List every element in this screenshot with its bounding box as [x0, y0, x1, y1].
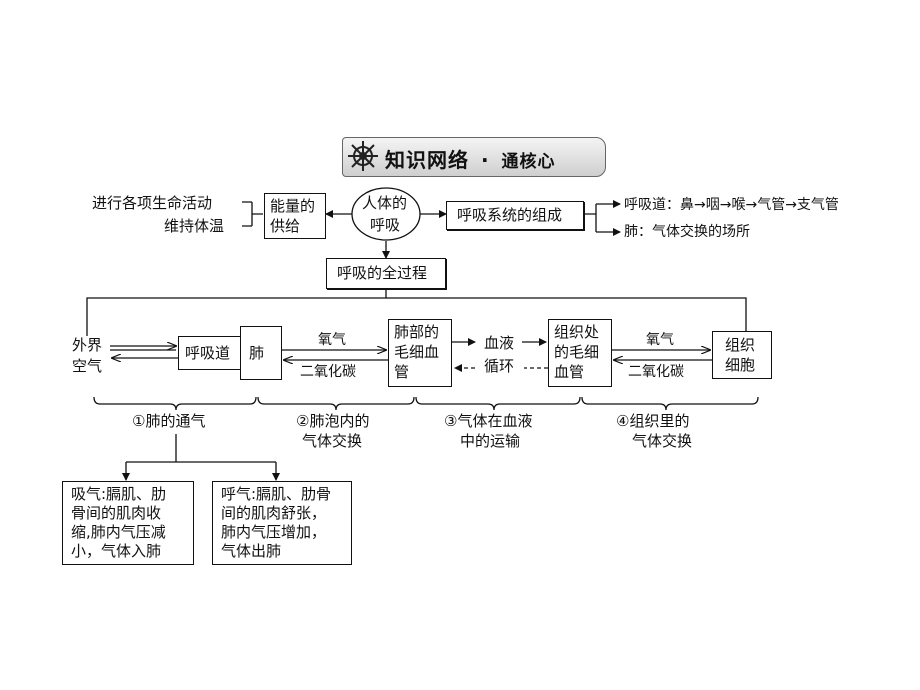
whole-process-box: 呼吸的全过程: [326, 258, 446, 289]
ship-wheel-icon: [348, 141, 378, 171]
inhale-line1: 吸气:膈肌、肋: [71, 485, 167, 503]
stage-4-line1: ④组织里的: [616, 412, 690, 430]
circulation-label: 循环: [484, 357, 515, 375]
stage-2-line1: ②肺泡内的: [296, 412, 370, 430]
stage-3-line2: 中的运输: [460, 432, 521, 450]
inhale-line2: 骨间的肌肉收: [71, 504, 162, 522]
tissue-cap-line3: 血管: [554, 363, 585, 381]
tissue-cell-line2: 细胞: [725, 356, 756, 374]
tissue-cell-line1: 组织: [725, 336, 756, 354]
process-label: 呼吸的全过程: [337, 264, 428, 282]
alveolar-line1: 肺部的: [394, 323, 440, 341]
energy-line1: 能量的: [270, 197, 316, 215]
header-subtitle: 通核心: [501, 152, 556, 172]
brace-4: [581, 396, 759, 411]
exhale-line3: 肺内气压增加，: [221, 523, 327, 541]
energy-bracket: [242, 201, 263, 227]
alveolar-line2: 毛细血: [394, 343, 440, 361]
airway-box: 呼吸道: [178, 336, 240, 370]
tissue-cap-line1: 组织处: [554, 323, 600, 341]
respiration-line1: 人体的: [362, 194, 408, 212]
lung-label: 肺: [249, 344, 265, 362]
stage-3-line1: ③气体在血液: [444, 412, 533, 430]
airway-label: 呼吸道: [185, 344, 231, 362]
lung-box: 肺: [240, 326, 282, 380]
process-frame: [86, 297, 747, 330]
tissue-cap-line2: 的毛细: [554, 343, 600, 361]
stage-4-line2: 气体交换: [632, 432, 693, 450]
inhale-line3: 缩,肺内气压减: [71, 523, 166, 541]
exhale-line4: 气体出肺: [221, 542, 282, 560]
brace-1: [93, 396, 257, 411]
exhale-line1: 呼气:膈肌、肋骨: [221, 485, 332, 503]
respiration-line2: 呼吸: [370, 216, 401, 234]
exhale-line2: 间的肌肉舒张，: [221, 504, 327, 522]
stage-2-line2: 气体交换: [302, 432, 363, 450]
blood-label: 血液: [484, 334, 515, 352]
co2-label-2: 二氧化碳: [628, 364, 684, 380]
tissue-cell-box: 组织 细胞: [712, 331, 772, 379]
energy-supply-box: 能量的 供给: [264, 193, 326, 239]
system-bracket: [584, 204, 597, 232]
co2-label-1: 二氧化碳: [300, 364, 356, 380]
life-activity-text: 进行各项生命活动: [92, 194, 213, 212]
respiratory-system-box: 呼吸系统的组成: [446, 201, 584, 230]
inhale-box: 吸气:膈肌、肋 骨间的肌肉收 缩,肺内气压减 小，气体入肺: [62, 481, 194, 565]
inhale-line4: 小，气体入肺: [71, 542, 162, 560]
alveolar-line3: 管: [394, 363, 410, 381]
header-dot: ·: [480, 148, 490, 172]
lung-function-text: 肺：气体交换的场所: [624, 224, 750, 240]
oxygen-label-1: 氧气: [318, 332, 346, 348]
respiration-ellipse: [351, 187, 421, 241]
respiratory-tract-text: 呼吸道：鼻→咽→喉→气管→支气管: [624, 197, 839, 213]
brace-2: [257, 396, 415, 411]
exhale-box: 呼气:膈肌、肋骨 间的肌肉舒张， 肺内气压增加， 气体出肺: [212, 481, 352, 565]
outside-air-line1: 外界: [72, 336, 103, 354]
brace-3: [415, 396, 581, 411]
body-temperature-text: 维持体温: [164, 217, 225, 235]
alveolar-capillary-box: 肺部的 毛细血 管: [388, 319, 452, 387]
header-title: 知识网络: [385, 148, 469, 172]
oxygen-label-2: 氧气: [646, 332, 674, 348]
section-header: 知识网络 · 通核心: [342, 137, 606, 177]
system-label: 呼吸系统的组成: [457, 206, 563, 224]
outside-air-line2: 空气: [72, 357, 103, 375]
header-title-group: 知识网络 · 通核心: [385, 144, 556, 173]
energy-line2: 供给: [270, 217, 301, 235]
stage-1-label: ①肺的通气: [132, 412, 206, 430]
tissue-capillary-box: 组织处 的毛细 血管: [548, 319, 612, 387]
